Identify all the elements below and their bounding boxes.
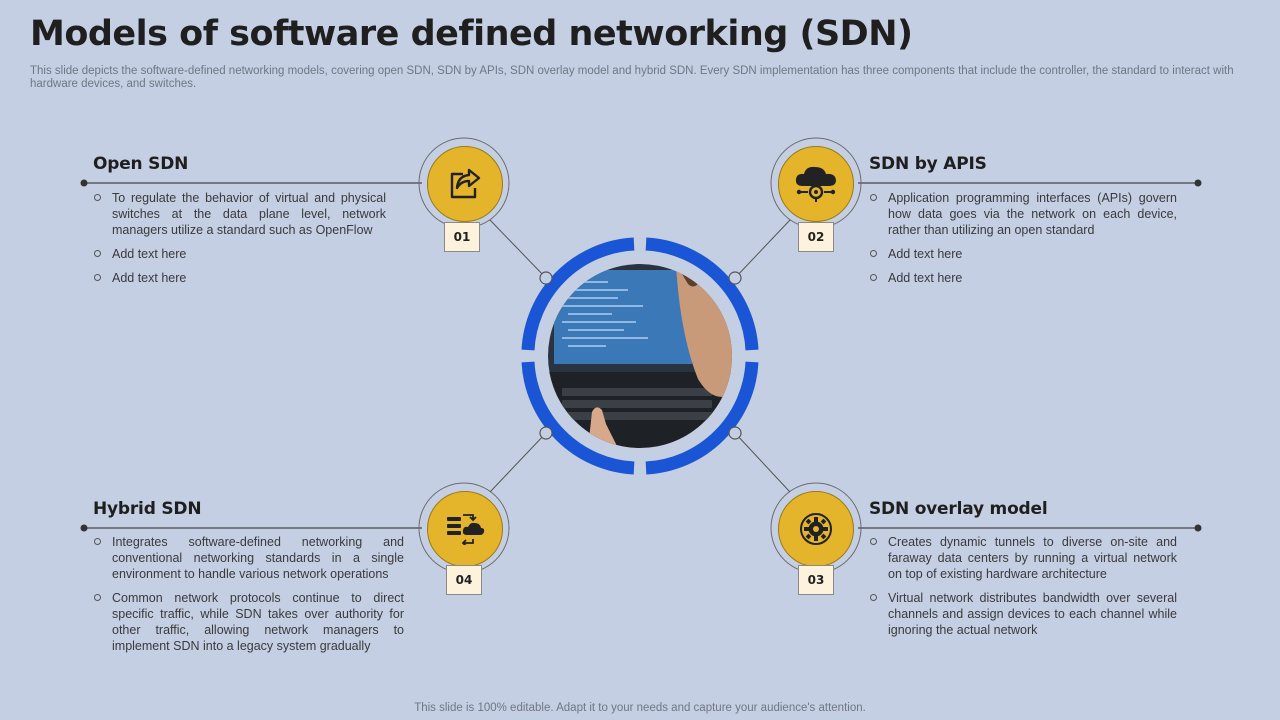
list-item: Add text here [870, 246, 1177, 262]
slide-title: Models of software defined networking (S… [30, 14, 913, 54]
slide-subtitle: This slide depicts the software-defined … [30, 65, 1234, 90]
list-item: To regulate the behavior of virtual and … [94, 190, 386, 238]
share-arrow-icon [450, 168, 481, 199]
gear-icon [800, 513, 832, 545]
sdn-by-apis-icon-circle [778, 146, 854, 222]
cloud-network-icon [795, 166, 836, 202]
slide-footer: This slide is 100% editable. Adapt it to… [414, 702, 866, 714]
hybrid-sdn-icon-circle [427, 491, 503, 567]
open-sdn-icon-circle [427, 146, 503, 222]
list-item: Add text here [94, 270, 386, 286]
list-item: Creates dynamic tunnels to diverse on-si… [870, 534, 1177, 582]
hybrid-sdn-heading: Hybrid SDN [93, 499, 202, 519]
hybrid-sdn-bullets: Integrates software-defined networking a… [94, 534, 404, 662]
list-item: Application programming interfaces (APIs… [870, 190, 1177, 238]
sdn-overlay-icon-circle [778, 491, 854, 567]
step-number-03: 03 [798, 565, 834, 595]
sdn-overlay-bullets: Creates dynamic tunnels to diverse on-si… [870, 534, 1177, 646]
cloud-transfer-icon [447, 514, 485, 545]
step-number-04: 04 [446, 565, 482, 595]
list-item: Add text here [94, 246, 386, 262]
list-item: Integrates software-defined networking a… [94, 534, 404, 582]
list-item: Add text here [870, 270, 1177, 286]
open-sdn-bullets: To regulate the behavior of virtual and … [94, 190, 386, 294]
open-sdn-heading: Open SDN [93, 154, 189, 174]
sdn-by-apis-heading: SDN by APIS [869, 154, 987, 174]
laptop-photo [548, 264, 732, 448]
step-number-01: 01 [444, 222, 480, 252]
list-item: Common network protocols continue to dir… [94, 590, 404, 654]
step-number-02: 02 [798, 222, 834, 252]
sdn-overlay-heading: SDN overlay model [869, 499, 1048, 519]
sdn-by-apis-bullets: Application programming interfaces (APIs… [870, 190, 1177, 294]
list-item: Virtual network distributes bandwidth ov… [870, 590, 1177, 638]
